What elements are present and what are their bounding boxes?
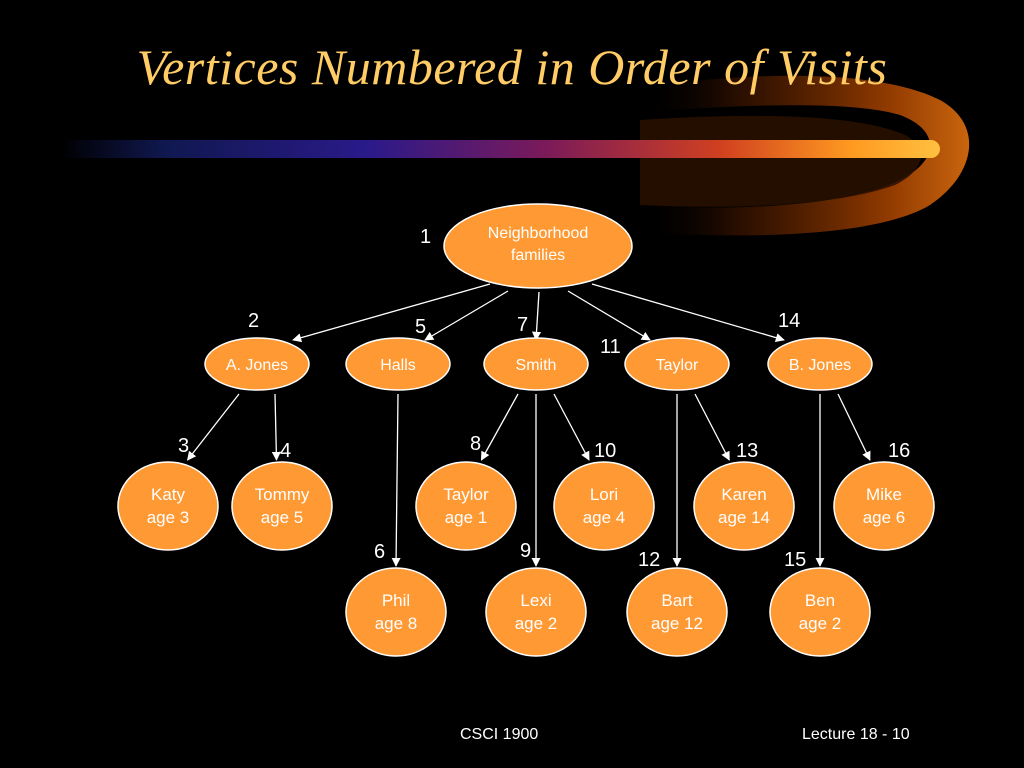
order-number-child: 4 — [280, 440, 291, 462]
child-node — [693, 461, 795, 551]
family-node — [624, 337, 730, 391]
root-node-label-line2: families — [511, 247, 565, 264]
order-number-child: 6 — [374, 541, 385, 563]
child-node-age: age 5 — [261, 508, 304, 527]
child-node-age: age 6 — [863, 508, 906, 527]
edge-family-to-child-5 — [553, 393, 590, 461]
family-node — [767, 337, 873, 391]
order-number-family: 2 — [248, 310, 259, 332]
edge-family-to-child-8 — [837, 393, 871, 461]
family-node-label: B. Jones — [789, 357, 851, 374]
child-node-age: age 2 — [799, 614, 842, 633]
child-node-name: Tommy — [255, 485, 310, 504]
child-node — [415, 461, 517, 551]
child-node-age: age 14 — [718, 508, 770, 527]
child-node-age: age 1 — [445, 508, 488, 527]
child-node — [231, 461, 333, 551]
order-number-child: 15 — [784, 549, 806, 571]
edge-family-to-child-7 — [694, 393, 730, 461]
order-number-child: 13 — [736, 440, 758, 462]
title-underline-bar — [60, 140, 940, 158]
order-number-family: 5 — [415, 316, 426, 338]
order-number-child: 9 — [520, 540, 531, 562]
family-node — [345, 337, 451, 391]
family-node-label: Taylor — [656, 357, 699, 374]
edge-root-to-family-2 — [531, 291, 542, 341]
family-node-label: Smith — [516, 357, 557, 374]
footer-course: CSCI 1900 — [460, 726, 539, 743]
family-node — [204, 337, 310, 391]
child-node-name: Bart — [661, 591, 692, 610]
family-node-label: Halls — [380, 357, 416, 374]
child-node-name: Ben — [805, 591, 835, 610]
child-node-name: Lori — [590, 485, 618, 504]
edge-root-to-family-1 — [424, 290, 509, 341]
slide-title: Vertices Numbered in Order of Visits — [136, 39, 888, 95]
edge-root-to-family-3 — [567, 290, 651, 341]
root-node-label-line1: Neighborhood — [488, 225, 589, 242]
tree-edges — [187, 283, 871, 567]
order-number-family: 7 — [517, 314, 528, 336]
order-number-child: 10 — [594, 440, 616, 462]
order-number-child: 8 — [470, 433, 481, 455]
child-node-age: age 8 — [375, 614, 418, 633]
family-node-label: A. Jones — [226, 357, 288, 374]
order-number-child: 12 — [638, 549, 660, 571]
root-node — [443, 203, 633, 289]
child-node-age: age 2 — [515, 614, 558, 633]
edge-family-to-child-2 — [391, 393, 401, 567]
child-node — [485, 567, 587, 657]
order-number-child: 3 — [178, 435, 189, 457]
child-node — [626, 567, 728, 657]
child-node-name: Phil — [382, 591, 410, 610]
order-number-family: 11 — [600, 336, 621, 358]
decorative-swoosh — [640, 75, 970, 236]
child-node-age: age 4 — [583, 508, 626, 527]
child-node-name: Katy — [151, 485, 186, 504]
child-node-name: Lexi — [520, 591, 551, 610]
child-node — [833, 461, 935, 551]
child-node-age: age 12 — [651, 614, 703, 633]
footer-lecture: Lecture 18 - 10 — [802, 726, 910, 743]
order-number-family: 14 — [778, 310, 800, 332]
order-number-child: 16 — [888, 440, 910, 462]
edge-root-to-family-0 — [292, 283, 491, 343]
edge-family-to-child-1 — [271, 393, 281, 461]
decorative-swoosh-inner — [640, 115, 922, 207]
edge-family-to-child-3 — [480, 393, 519, 461]
child-node — [117, 461, 219, 551]
child-node — [769, 567, 871, 657]
family-node — [483, 337, 589, 391]
edge-family-to-child-0 — [187, 393, 240, 461]
child-node-name: Mike — [866, 485, 902, 504]
child-node-age: age 3 — [147, 508, 190, 527]
child-node — [345, 567, 447, 657]
child-node-name: Karen — [721, 485, 766, 504]
child-node — [553, 461, 655, 551]
edge-root-to-family-4 — [591, 283, 785, 343]
order-number-root: 1 — [420, 226, 431, 248]
child-node-name: Taylor — [443, 485, 489, 504]
